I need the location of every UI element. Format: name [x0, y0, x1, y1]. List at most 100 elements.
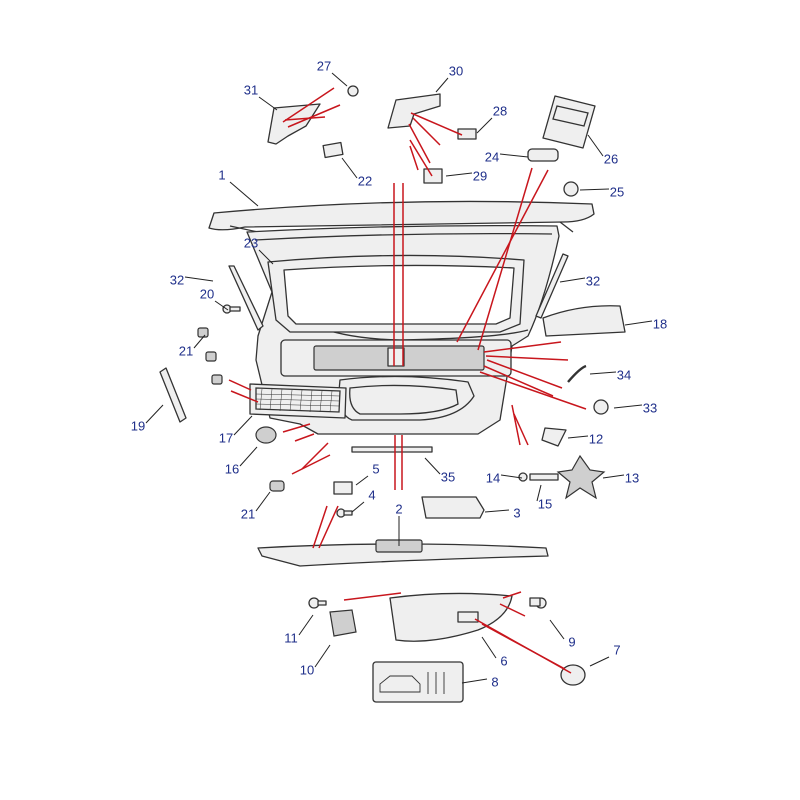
- part-5-bracket: [333, 481, 353, 495]
- callout-leader: [549, 619, 565, 640]
- callout-17: 17: [219, 415, 253, 445]
- callout-number: 26: [604, 151, 618, 166]
- callout-leader: [298, 614, 314, 636]
- red-line: [408, 123, 431, 164]
- red-line: [301, 442, 329, 470]
- callout-33: 33: [613, 400, 657, 415]
- red-line: [291, 454, 331, 475]
- callout-leader: [255, 491, 271, 512]
- part-32-strip-left: [228, 265, 264, 331]
- callout-leader: [589, 656, 610, 667]
- callout-28: 28: [476, 103, 507, 134]
- callout-20: 20: [200, 286, 229, 311]
- red-line: [513, 413, 529, 446]
- red-line: [479, 371, 587, 410]
- callout-leader: [536, 484, 542, 502]
- red-line: [477, 167, 533, 351]
- part-15-bolt: [529, 473, 559, 481]
- callout-leader: [239, 446, 258, 467]
- callout-leader: [233, 415, 253, 436]
- red-line: [486, 359, 563, 389]
- callout-15: 15: [536, 484, 552, 511]
- red-line: [485, 355, 569, 361]
- part-35-trim-strip: [351, 446, 433, 453]
- part-8-label-decal: [372, 661, 464, 703]
- red-line: [294, 433, 315, 442]
- callout-leader: [184, 276, 214, 282]
- callout-leader: [341, 157, 358, 179]
- callout-leader: [258, 249, 274, 265]
- red-line: [318, 505, 339, 549]
- red-line: [284, 116, 326, 121]
- part-11-screw: [308, 597, 327, 609]
- callout-number: 2: [395, 501, 402, 516]
- callout-10: 10: [300, 644, 331, 677]
- callout-31: 31: [244, 82, 278, 111]
- callout-19: 19: [131, 404, 164, 433]
- callout-leader: [445, 172, 473, 177]
- callout-leader: [476, 117, 493, 134]
- callout-leader: [193, 334, 206, 349]
- part-10-bracket: [329, 609, 357, 637]
- callout-leader: [229, 181, 259, 207]
- callout-number: 31: [244, 82, 258, 97]
- part-6-sun-visor: [389, 592, 513, 642]
- callout-number: 19: [131, 418, 145, 433]
- callout-27: 27: [317, 58, 348, 87]
- red-line: [483, 341, 562, 353]
- callout-number: 3: [513, 505, 520, 520]
- callout-leader: [559, 277, 586, 283]
- part-13-star-knob: [556, 454, 606, 500]
- part-24-lens: [527, 148, 559, 162]
- red-line: [499, 603, 526, 617]
- callout-number: 9: [568, 634, 575, 649]
- callout-8: 8: [461, 674, 499, 689]
- red-line: [409, 145, 419, 171]
- callout-leader: [624, 320, 653, 326]
- callout-number: 17: [219, 430, 233, 445]
- part-19-bracket: [159, 367, 187, 423]
- red-line: [483, 365, 554, 397]
- callout-leader: [424, 457, 441, 475]
- callout-5: 5: [355, 461, 380, 486]
- callout-22: 22: [341, 157, 372, 188]
- callout-number: 24: [485, 149, 499, 164]
- callout-leader: [499, 153, 529, 158]
- red-line: [412, 117, 441, 146]
- callout-34: 34: [589, 367, 631, 382]
- red-line: [230, 390, 259, 403]
- callout-number: 7: [613, 642, 620, 657]
- part-17-net-pocket: [249, 383, 347, 419]
- callout-11: 11: [284, 614, 314, 645]
- inner-panel: [280, 339, 512, 421]
- part-14-nut: [518, 472, 528, 482]
- callout-leader: [355, 475, 369, 486]
- callout-24: 24: [485, 149, 529, 164]
- part-26-cover: [542, 95, 596, 149]
- callout-number: 14: [486, 470, 500, 485]
- callout-6: 6: [481, 636, 508, 668]
- part-9-screw: [529, 597, 547, 609]
- part-4-screw: [336, 508, 353, 518]
- part-23-window-seal: [267, 254, 525, 333]
- red-line: [287, 104, 341, 128]
- callout-number: 34: [617, 367, 631, 382]
- part-12-latch: [541, 427, 567, 447]
- callout-number: 8: [491, 674, 498, 689]
- callout-12: 12: [567, 431, 603, 446]
- callout-4: 4: [351, 487, 376, 513]
- red-line: [228, 379, 252, 391]
- callout-number: 28: [493, 103, 507, 118]
- callout-leader: [567, 435, 589, 439]
- callout-number: 25: [610, 184, 624, 199]
- red-line: [502, 591, 522, 599]
- red-assembly-lines: [228, 87, 587, 674]
- callout-number: 11: [284, 630, 298, 645]
- callout-leader: [461, 678, 488, 684]
- callout-leader: [258, 96, 278, 111]
- callout-leader: [481, 636, 497, 659]
- callout-32: 32: [559, 273, 600, 288]
- part-32-strip-right: [535, 253, 569, 319]
